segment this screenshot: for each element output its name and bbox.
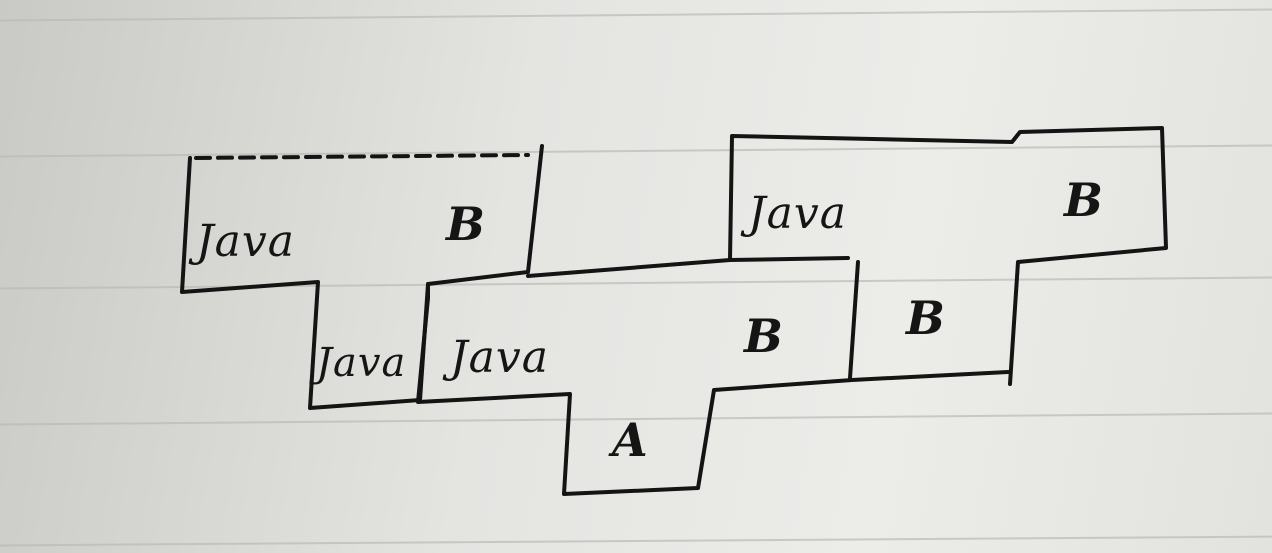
- bottom-block-letter: A: [608, 413, 648, 467]
- middle-block-letter: B: [742, 309, 783, 363]
- top-left-block-top-edge: [194, 153, 530, 160]
- top-left-block-outline: [180, 144, 544, 410]
- center-connector-line: [526, 256, 850, 278]
- top-left-block-word: Java: [188, 216, 295, 267]
- top-right-block-word: Java: [740, 188, 847, 239]
- middle-block-word: Java: [442, 332, 549, 383]
- right-cell-letter: B: [904, 291, 945, 345]
- top-right-block-letter: B: [1062, 173, 1103, 227]
- top-left-block-letter: B: [444, 197, 485, 251]
- small-block-word: Java: [309, 340, 406, 386]
- middle-block-outline: [416, 282, 1010, 496]
- top-right-block-outline: [728, 126, 1168, 386]
- middle-block-right-divider: [848, 260, 860, 380]
